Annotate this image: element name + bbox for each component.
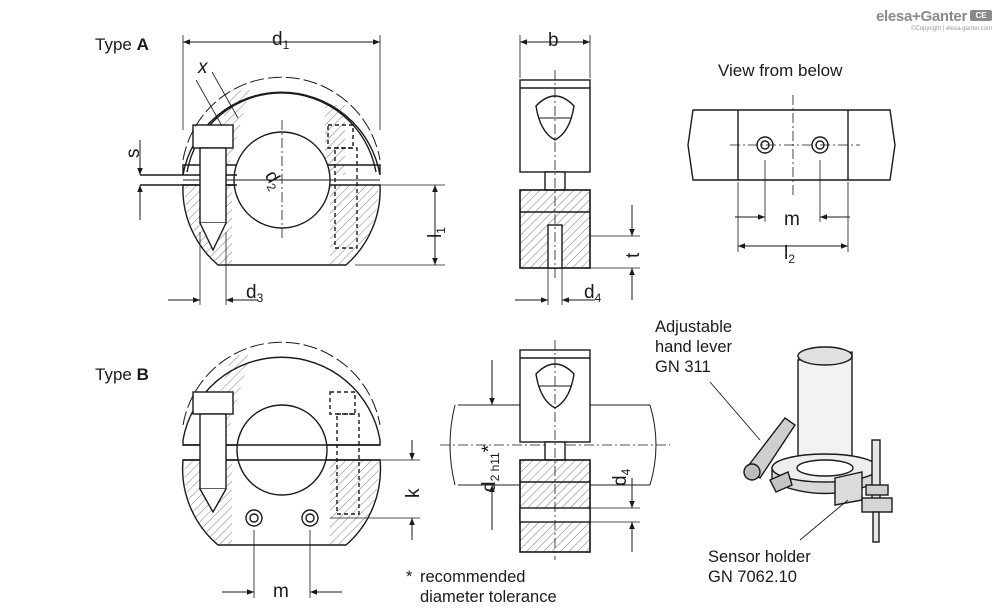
dim-d1-base: d: [272, 29, 283, 50]
dim-m-bottom: m: [273, 581, 289, 602]
dim-d3-base: d: [246, 282, 257, 303]
adjustable-lever-line-1: Adjustable: [655, 318, 733, 336]
type-b-side-view: [440, 340, 670, 560]
adjustable-lever-label: Adjustable hand lever GN 311: [655, 317, 732, 377]
dim-l2-base: l: [784, 243, 789, 264]
type-b-prefix: Type: [95, 365, 137, 384]
dim-d2-b-base: d: [479, 481, 500, 492]
dim-l2: l2: [784, 244, 795, 265]
dim-l1: l1: [425, 227, 448, 238]
type-a-front-view: [140, 76, 381, 266]
tolerance-note: * recommended diameter tolerance: [406, 567, 557, 607]
type-a-side-view: [519, 70, 591, 280]
dim-d2-b-sub: 2 h11: [488, 452, 502, 482]
dim-d2-b: d2 h11*: [479, 444, 502, 492]
dim-d2-b-star: *: [479, 444, 500, 453]
type-b-front-view: [181, 341, 382, 546]
dim-d1-sub: 1: [282, 38, 290, 52]
type-b-letter: B: [136, 365, 149, 384]
dim-k: k: [403, 488, 424, 499]
dim-m-top: m: [784, 209, 800, 230]
type-b-label: Type B: [95, 366, 149, 383]
type-a-prefix: Type: [95, 35, 137, 54]
dim-l2-sub: 2: [788, 252, 795, 266]
logo-copyright: ©Copyright | elesa-ganter.com: [910, 26, 992, 32]
tolerance-note-line-1: recommended: [420, 568, 526, 586]
type-a-label: Type A: [95, 36, 149, 53]
tolerance-note-line-2: diameter tolerance: [420, 588, 557, 606]
dim-d3-sub: 3: [256, 291, 264, 305]
dim-d3: d3: [246, 283, 263, 304]
dim-d4-b-sub: 4: [619, 468, 633, 476]
dim-b: b: [548, 30, 559, 51]
dim-d1: d1: [272, 30, 289, 51]
dim-d4-a: d4: [584, 283, 601, 304]
sensor-holder-label: Sensor holder GN 7062.10: [708, 547, 811, 587]
sensor-holder-line-1: Sensor holder: [708, 548, 811, 566]
logo-brand: elesa+Ganter: [875, 8, 967, 25]
view-from-below: [687, 95, 896, 195]
dim-d4-b: d4: [610, 468, 633, 486]
dim-l1-sub: 1: [434, 227, 448, 234]
dim-d4-a-sub: 4: [594, 291, 602, 305]
sensor-holder-line-2: GN 7062.10: [708, 568, 797, 586]
dim-l1-base: l: [425, 233, 446, 238]
dim-t: t: [623, 252, 644, 258]
dim-d4-b-base: d: [610, 475, 631, 486]
type-a-letter: A: [136, 35, 149, 54]
dim-s: s: [123, 148, 144, 159]
logo-mark: CE: [970, 10, 992, 21]
tolerance-note-star: *: [406, 568, 413, 586]
view-from-below-label: View from below: [718, 61, 843, 80]
adjustable-lever-line-2: hand lever: [655, 338, 733, 356]
application-illustration: [743, 346, 893, 543]
adjustable-lever-line-3: GN 311: [655, 358, 711, 376]
dim-d4-a-base: d: [584, 282, 595, 303]
dim-x: x: [198, 57, 208, 78]
